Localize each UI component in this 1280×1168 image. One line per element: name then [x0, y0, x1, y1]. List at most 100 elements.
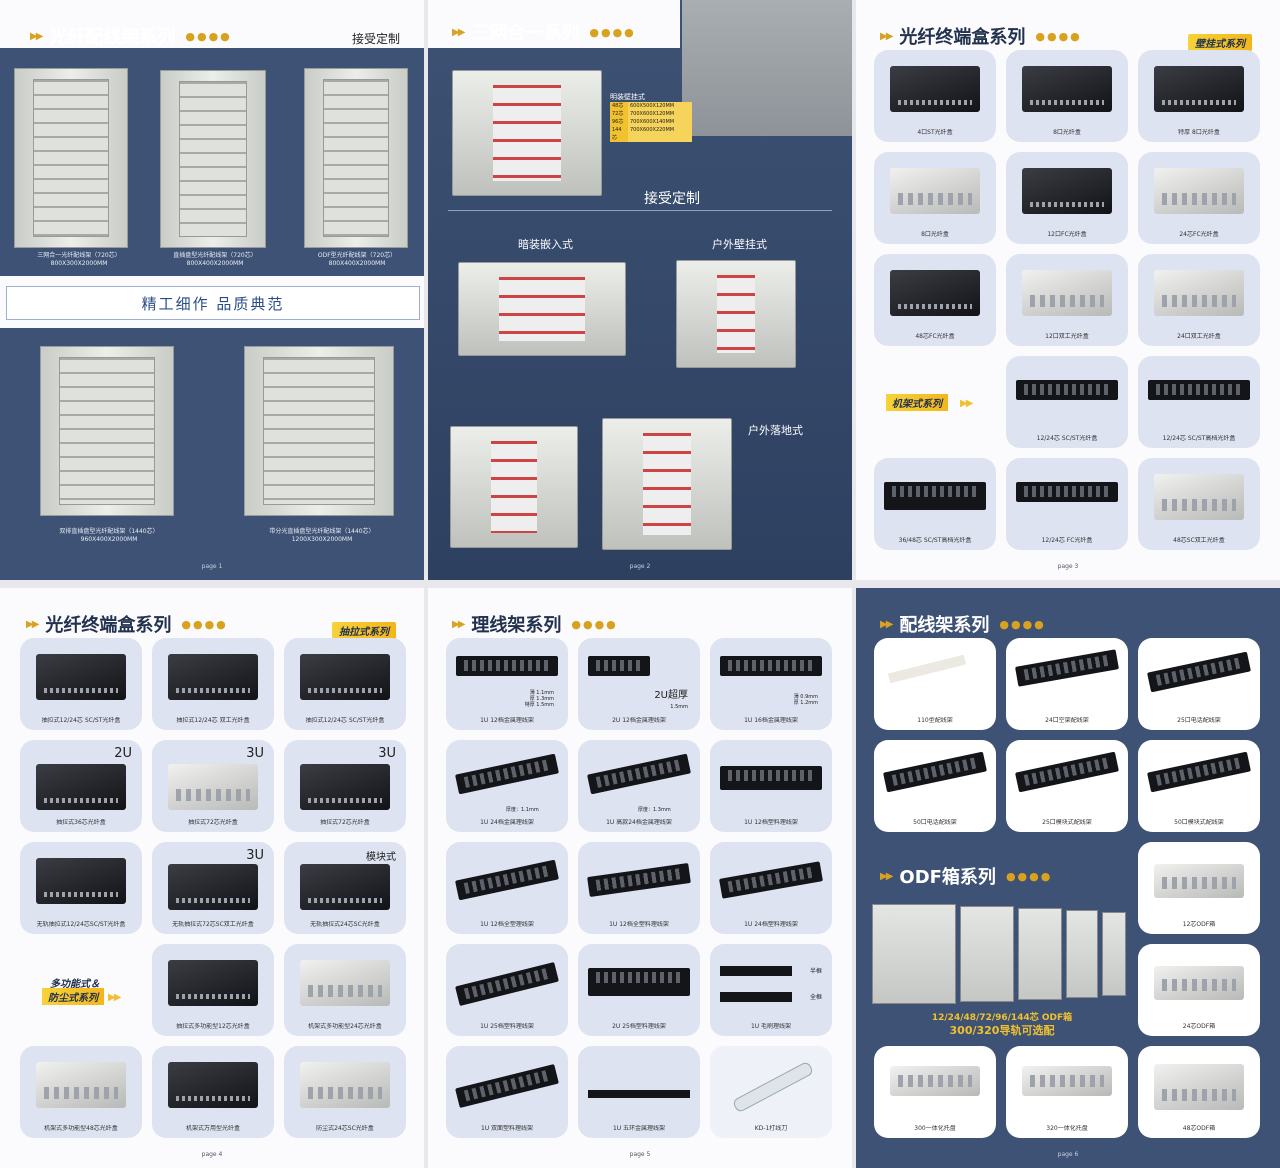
product-caption: 12/24芯 SC/ST高档光纤盒 [1162, 435, 1236, 442]
product-card: 抽拉式12/24芯 SC/ST光纤盒 [284, 638, 406, 730]
product-caption: 无轨抽拉式24芯SC光纤盒 [310, 921, 380, 928]
odf-title-text: ODF箱系列 [899, 867, 996, 888]
product-card: 25口电话配线架 [1138, 638, 1260, 730]
label-embed: 暗装嵌入式 [518, 238, 573, 251]
page-3: ▶▶光纤终端盒系列●●●● 壁挂式系列 4口ST光纤盒 8口光纤盒 特厚 8口光… [856, 0, 1280, 580]
product-image [300, 764, 390, 810]
product-caption: 24口空架配线架 [1045, 717, 1089, 724]
thickness-note: 1.5mm [670, 704, 688, 710]
product-caption: KD-1打线刀 [754, 1125, 788, 1132]
page-number: page 2 [629, 563, 651, 570]
product-image [456, 656, 558, 676]
arrow-icon: ▶▶ [452, 618, 465, 630]
page-number: page 5 [629, 1151, 651, 1158]
outdoor-floor-cabinet-left [450, 426, 578, 548]
arrow-icon: ▶▶ [452, 26, 465, 38]
product-caption: 12芯ODF箱 [1182, 921, 1216, 928]
product-image [1154, 66, 1244, 112]
thickness-note: 薄 1.1mm 厚 1.3mm 特厚 1.5mm [524, 690, 554, 708]
product-image [36, 654, 126, 700]
outdoor-floor-cabinet-right [602, 418, 732, 550]
page-5-title-text: 理线架系列 [471, 615, 562, 636]
product-caption: 12/24芯 FC光纤盒 [1041, 537, 1093, 544]
product-caption: 抽拉式12/24芯 SC/ST光纤盒 [305, 717, 385, 724]
product-card: 机架式万用型光纤盒 [152, 1046, 274, 1138]
product-caption: 无轨抽拉式72芯SC双工光纤盒 [172, 921, 254, 928]
product-card: 50口模块式配线架 [1138, 740, 1260, 832]
product-image [890, 1066, 980, 1096]
product-card: 防尘式24芯SC光纤盒 [284, 1046, 406, 1138]
arrow-icon: ▶▶ [880, 618, 893, 630]
product-image [720, 656, 822, 676]
product-image [168, 654, 258, 700]
product-image [720, 966, 792, 976]
product-card: 12/24芯 FC光纤盒 [1006, 458, 1128, 550]
page-number: page 4 [201, 1151, 223, 1158]
product-caption: 24芯FC光纤盒 [1179, 231, 1219, 238]
product-image [455, 1063, 559, 1109]
product-caption: 1U 12档全塑理线架 [480, 921, 534, 928]
product-card: 机架式多功能型24芯光纤盒 [284, 944, 406, 1036]
size-mark: 3U [246, 848, 264, 863]
product-caption: 48芯ODF箱 [1182, 1125, 1216, 1132]
spec-title: 明装壁挂式 [610, 93, 645, 101]
caption-line: 800X400X2000MM [328, 260, 386, 267]
dots-icon: ●●●● [1035, 29, 1082, 43]
product-caption: 4口ST光纤盒 [917, 129, 953, 136]
product-caption: 抽拉式12/24芯 SC/ST光纤盒 [41, 717, 121, 724]
product-image [168, 1062, 258, 1108]
product-card: 1U 12档全塑理线架 [446, 842, 568, 934]
product-caption: 25口电话配线架 [1177, 717, 1221, 724]
slogan-banner: 精工细作 品质典范 [6, 286, 420, 320]
product-caption: 1U 毛刷理线架 [750, 1023, 792, 1030]
product-caption: 特厚 8口光纤盒 [1178, 129, 1220, 136]
product-card: 8口光纤盒 [874, 152, 996, 244]
product-caption: 320一体化托盘 [1046, 1125, 1088, 1132]
product-image [890, 168, 980, 214]
page-6: ▶▶配线架系列●●●● 110型配线架 24口空架配线架 25口电话配线架 50… [856, 588, 1280, 1168]
product-caption: 12/24芯 SC/ST光纤盒 [1036, 435, 1098, 442]
embedded-box-image [458, 262, 626, 356]
product-card: 1U 12档全塑料理线架 [578, 842, 700, 934]
thickness-note: 厚度：1.1mm [506, 807, 539, 813]
cabinet-image [160, 70, 266, 248]
page-6-title-text: 配线架系列 [899, 615, 990, 636]
product-caption: 24芯ODF箱 [1182, 1023, 1216, 1030]
product-image [1022, 1066, 1112, 1096]
product-caption: 抽拉式多功能型12芯光纤盒 [176, 1023, 250, 1030]
arrow-icon: ▶▶ [960, 398, 973, 409]
product-caption: 抽拉式12/24芯 双工光纤盒 [176, 717, 250, 724]
product-card: 24口空架配线架 [1006, 638, 1128, 730]
product-image [168, 764, 258, 810]
product-card: 机架式多功能型48芯光纤盒 [20, 1046, 142, 1138]
product-card: 48芯SC双工光纤盒 [1138, 458, 1260, 550]
spec-key: 144芯 [610, 126, 628, 142]
page-3-title-text: 光纤终端盒系列 [899, 27, 1026, 48]
caption-line: 三网合一光纤配线架（720芯） [37, 252, 121, 259]
odf-box [960, 906, 1014, 1002]
product-card: 特厚 8口光纤盒 [1138, 50, 1260, 142]
dots-icon: ●●●● [571, 617, 618, 631]
cabinet-caption: 直插盘型光纤配线架（720芯）800X400X2000MM [150, 252, 280, 268]
module-mark: 模块式 [366, 852, 396, 863]
spec-val: 700X600X140MM [628, 118, 692, 126]
odf-section-title: ▶▶ODF箱系列●●●● [880, 858, 1052, 894]
odf-card: 300一体化托盘 [874, 1046, 996, 1138]
product-caption: 机架式多功能型48芯光纤盒 [44, 1125, 118, 1132]
product-caption: 36/48芯 SC/ST高档光纤盒 [898, 537, 972, 544]
cabinet-caption: 三网合一光纤配线架（720芯）800X300X2000MM [14, 252, 144, 268]
product-image [1016, 482, 1118, 502]
product-card: 12口双工光纤盒 [1006, 254, 1128, 346]
frame-note: 全框 [809, 994, 822, 1001]
spec-val: 700X600X220MM [628, 126, 692, 142]
product-image [890, 66, 980, 112]
product-image [300, 864, 390, 910]
caption-line: 960X400X2000MM [80, 536, 138, 543]
page-4-title-text: 光纤终端盒系列 [45, 615, 172, 636]
caption-line: 800X400X2000MM [186, 260, 244, 267]
page-5-title: ▶▶ 理线架系列 ●●●● [452, 606, 618, 642]
